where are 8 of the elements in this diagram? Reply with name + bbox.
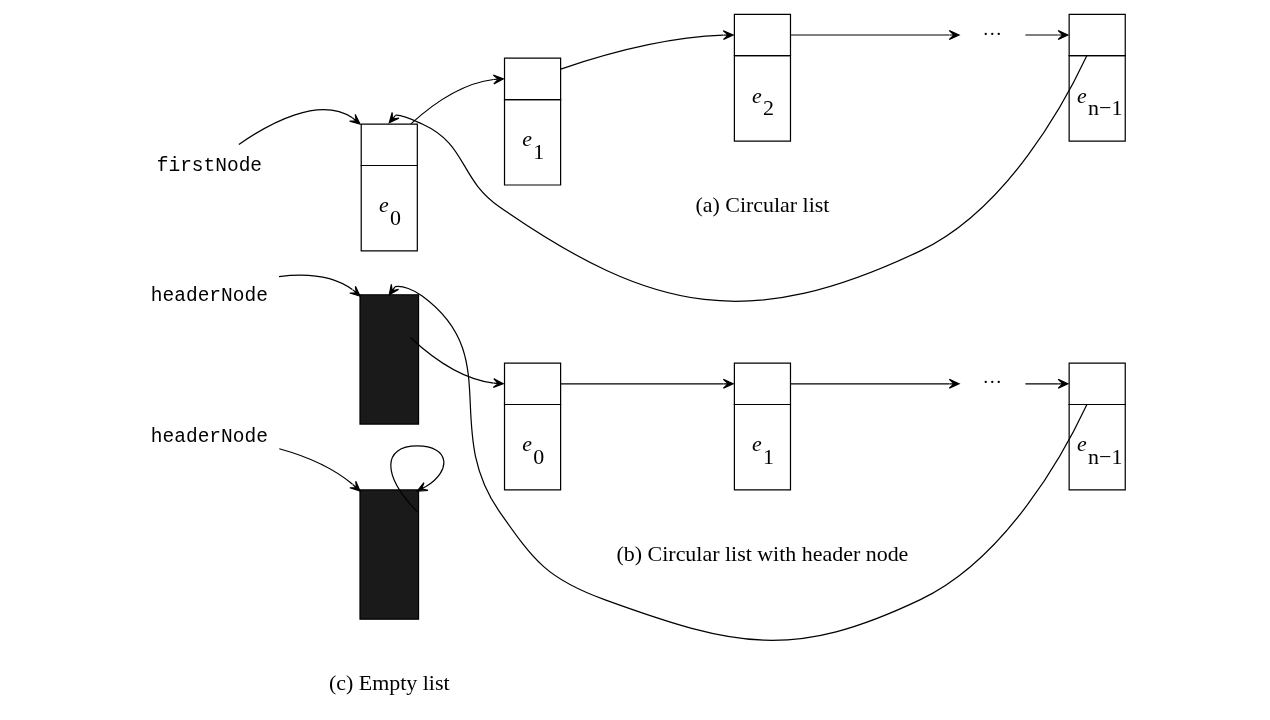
node-text: ··· — [982, 371, 1003, 393]
node-text: headerNode — [150, 284, 268, 307]
node-text: headerNode — [150, 426, 268, 449]
label: (c) Empty list — [328, 670, 450, 696]
node-text: firstNode — [156, 155, 263, 178]
label: (b) Circular list with header node — [616, 541, 909, 567]
label: (a) Circular list — [695, 192, 830, 218]
node-text: ··· — [982, 22, 1003, 44]
